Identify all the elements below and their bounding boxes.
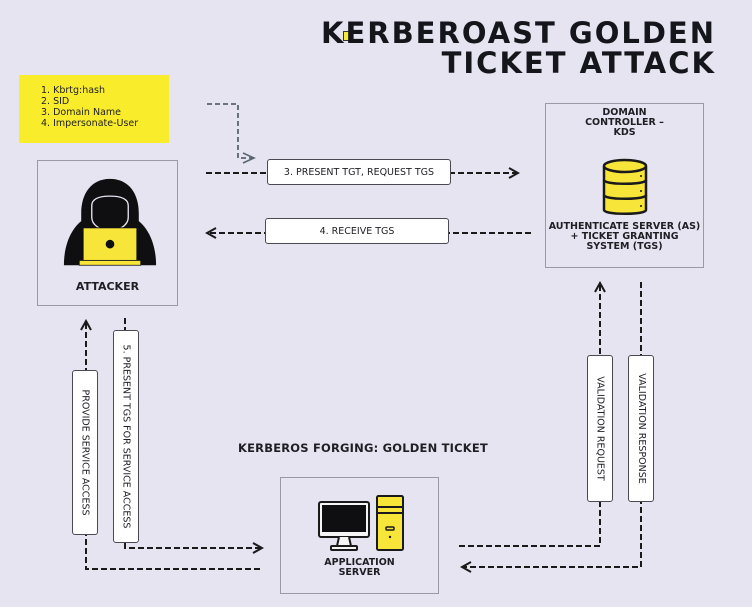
flow-receive-tgs-text: 4. RECEIVE TGS [319,225,395,237]
dc-desc-line: + TICKET GRANTING [570,231,679,242]
dc-desc-line: SYSTEM (TGS) [586,241,663,252]
title-line-2: TICKET ATTACK [441,46,716,80]
database-icon [602,158,648,215]
flow-receive-tgs-label: 4. RECEIVE TGS [265,218,449,244]
title-bullet [343,31,353,41]
note-item: 4. Impersonate-User [41,118,139,129]
flow-provide-access-line [86,321,260,570]
flow-validation-request-line [459,283,600,547]
flow-validation-response-line [462,282,642,567]
section-heading: KERBEROS FORGING: GOLDEN TICKET [238,441,488,455]
dc-title-line: DOMAIN [602,107,647,118]
flow-validation-request-text: VALIDATION REQUEST [594,376,606,481]
title-line-1: KERBEROAST GOLDEN [320,16,716,50]
desktop-computer-icon [318,495,404,551]
page-title: KERBEROAST GOLDEN TICKET ATTACK [321,18,716,78]
note-item: 1. Kbrtg:hash [41,85,106,96]
domain-controller-description: AUTHENTICATE SERVER (AS) + TICKET GRANTI… [546,222,703,252]
flow-validation-response-label: VALIDATION RESPONSE [628,355,654,502]
flow-validation-response-text: VALIDATION RESPONSE [635,373,647,484]
hooded-hacker-laptop-icon [63,178,157,266]
note-connector [207,103,256,164]
app-server-label-line: APPLICATION [324,557,395,568]
flow-present-tgs-line [124,318,262,548]
flow-present-tgs-text: 5. PRESENT TGS FOR SERVICE ACCESS [120,344,132,529]
dc-desc-line: AUTHENTICATE SERVER (AS) [548,221,701,232]
flow-provide-access-label: PROVIDE SERVICE ACCESS [72,370,98,535]
application-server-node: APPLICATION SERVER [280,477,439,594]
attack-prerequisites-note: 1. Kbrtg:hash 2. SID 3. Domain Name 4. I… [19,75,169,143]
note-item: 2. SID [41,96,70,107]
flow-provide-access-text: PROVIDE SERVICE ACCESS [79,389,91,516]
attacker-label: ATTACKER [75,280,140,293]
flow-present-tgt-text: 3. PRESENT TGT, REQUEST TGS [283,166,435,178]
note-item: 3. Domain Name [41,107,121,118]
domain-controller-node: DOMAIN CONTROLLER – KDS AUTHENTICATE SER… [545,103,704,268]
dc-title-line: KDS [613,127,636,138]
flow-present-tgt-label: 3. PRESENT TGT, REQUEST TGS [267,159,451,185]
dc-title-line: CONTROLLER – [585,117,664,128]
flow-present-tgs-label: 5. PRESENT TGS FOR SERVICE ACCESS [113,330,139,543]
attacker-node: ATTACKER [37,160,178,306]
app-server-label-line: SERVER [338,567,381,578]
flow-validation-request-label: VALIDATION REQUEST [587,355,613,502]
domain-controller-title: DOMAIN CONTROLLER – KDS [546,108,703,138]
application-server-label: APPLICATION SERVER [281,558,438,578]
